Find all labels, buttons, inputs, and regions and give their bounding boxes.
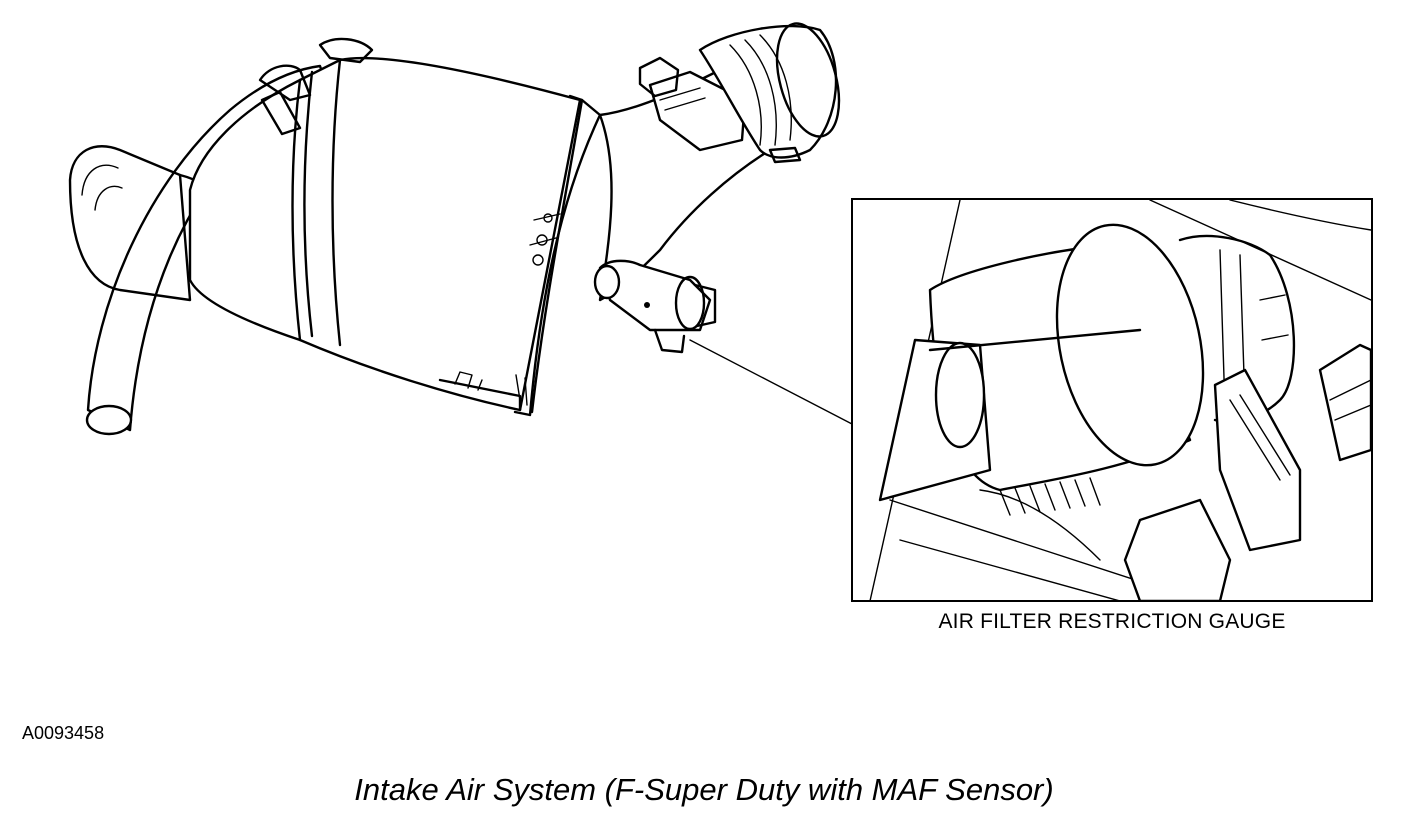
figure-caption: Intake Air System (F-Super Duty with MAF… bbox=[354, 772, 1054, 807]
restriction-gauge-icon bbox=[593, 259, 717, 354]
inset-detail-view bbox=[851, 198, 1373, 602]
figure-id: A0093458 bbox=[22, 723, 105, 743]
maf-sensor bbox=[638, 56, 747, 152]
inset-label: AIR FILTER RESTRICTION GAUGE bbox=[938, 610, 1286, 633]
intake-boot bbox=[698, 22, 841, 164]
inlet-tube bbox=[68, 64, 332, 436]
air-cleaner-housing bbox=[188, 37, 602, 417]
leader-line bbox=[689, 339, 853, 425]
